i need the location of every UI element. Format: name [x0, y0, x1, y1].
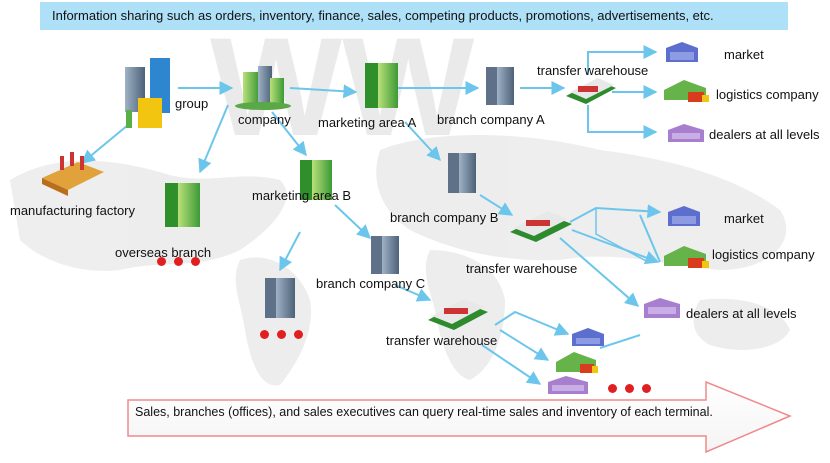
market-1-icon	[666, 42, 698, 62]
dealers-2-label: dealers at all levels	[686, 306, 797, 321]
arrow-wh3-dealers	[481, 344, 542, 385]
dot	[608, 384, 617, 393]
marketing-area-b-icon	[300, 160, 332, 200]
group-label: group	[175, 96, 209, 111]
dot	[642, 384, 651, 393]
world-map-background: WW	[10, 8, 790, 386]
info-banner: Information sharing such as orders, inve…	[40, 2, 788, 30]
arrow-branch-c-warehouse-3	[394, 284, 432, 302]
arrow-wh3-market	[494, 310, 570, 336]
branch-company-b-icon	[448, 153, 476, 193]
warehouse-1-icon	[566, 78, 616, 104]
marketing-area-a-label: marketing area A	[318, 115, 417, 130]
logistics-1-label: logistics company	[716, 87, 819, 102]
dealers-3-icon	[548, 376, 588, 394]
warehouse-3-icon	[428, 299, 488, 330]
dealers-1-icon	[668, 124, 704, 142]
arrow-wh3-logistics	[499, 329, 550, 361]
ellipsis-dots-overseas	[157, 257, 200, 266]
arrow-group-factory	[80, 124, 129, 164]
logistics-1-icon	[664, 80, 709, 102]
arrow-wh1-market	[587, 45, 658, 75]
market-2-label: market	[724, 211, 764, 226]
arrow-wh2-logistics	[571, 229, 660, 265]
overseas-branch-label: overseas branch	[115, 245, 212, 260]
marketing-area-b-label: marketing area B	[252, 188, 351, 203]
arrow-marketing-a-branch-b	[404, 121, 441, 162]
dealers-2-icon	[644, 298, 680, 318]
arrow-marketing-b-branch-c	[334, 204, 372, 239]
branch-company-c-label: branch company C	[316, 276, 426, 291]
arrow-company-overseas	[198, 104, 229, 174]
logistics-2-icon	[664, 246, 709, 268]
dot	[174, 257, 183, 266]
dealers-1-label: dealers at all levels	[709, 127, 820, 142]
dot	[625, 384, 634, 393]
transfer-warehouse-1-label: transfer warehouse	[537, 63, 649, 78]
dot	[157, 257, 166, 266]
dot	[191, 257, 200, 266]
flow-arrows	[80, 45, 662, 385]
company-icon	[235, 66, 291, 110]
logistics-2-label: logistics company	[712, 247, 815, 262]
branch-company-c-icon	[371, 236, 399, 274]
warehouse-2-icon	[510, 211, 572, 242]
dot	[294, 330, 303, 339]
arrow-company-marketing-b	[271, 111, 307, 157]
branch-company-b-label: branch company B	[390, 210, 499, 225]
arrow-wh1-dealers	[587, 105, 658, 139]
group-icon	[125, 58, 170, 128]
footer-caption: Sales, branches (offices), and sales exe…	[135, 405, 713, 419]
marketing-area-a-icon	[365, 63, 398, 108]
overseas-branch-icon	[165, 183, 200, 227]
transfer-warehouse-2-label: transfer warehouse	[466, 261, 578, 276]
dot	[277, 330, 286, 339]
footer-arrow-shape	[127, 380, 792, 454]
ellipsis-dots-south	[260, 330, 303, 339]
arrow-company-marketing-a	[289, 84, 358, 99]
logistics-3-icon	[556, 352, 598, 373]
south-branch-icon	[265, 278, 295, 318]
branch-company-a-label: branch company A	[437, 112, 545, 127]
arrow-branch-b-warehouse-2	[479, 194, 514, 216]
branch-company-a-icon	[486, 67, 514, 105]
arrow-wh2-dealers	[559, 237, 640, 307]
transfer-warehouse-3-label: transfer warehouse	[386, 333, 498, 348]
market-3-icon	[572, 328, 604, 346]
company-label: company	[238, 112, 291, 127]
arrow-marketing-b-south	[279, 231, 301, 272]
factory-label: manufacturing factory	[10, 203, 136, 218]
market-2-icon	[668, 206, 700, 226]
market-1-label: market	[724, 47, 764, 62]
dot	[260, 330, 269, 339]
ellipsis-dots-terminals	[608, 384, 651, 393]
factory-icon	[42, 152, 104, 196]
